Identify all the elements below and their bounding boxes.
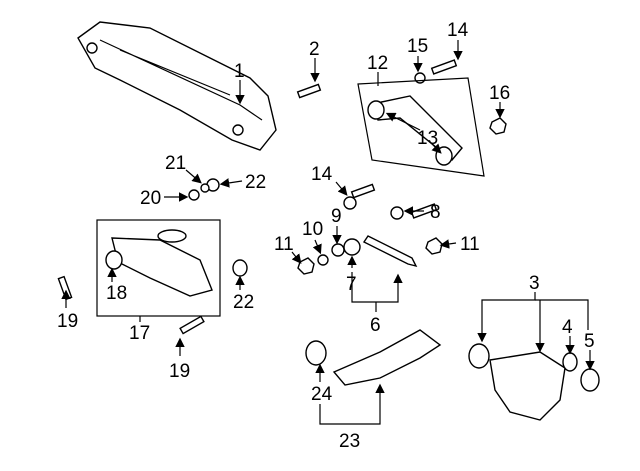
callout-20: 20 (140, 188, 161, 209)
callout-19: 19 (169, 361, 190, 382)
callout-11: 11 (274, 234, 294, 255)
crossmember-part (77, 21, 277, 151)
lower-arm-part (111, 237, 213, 297)
callout-17: 17 (129, 323, 150, 344)
callout-10: 10 (302, 219, 323, 240)
callout-22: 22 (233, 292, 254, 313)
callout-5: 5 (584, 331, 595, 352)
small-parts (57, 59, 507, 335)
callout-9: 9 (331, 206, 342, 227)
lower-arm-box (96, 219, 221, 317)
callout-21: 21 (165, 153, 186, 174)
callout-22: 22 (245, 172, 266, 193)
trailing-arm-part (332, 329, 442, 386)
callout-7: 7 (346, 274, 357, 295)
knuckle-part (489, 351, 566, 421)
callout-18: 18 (106, 283, 127, 304)
callout-19: 19 (57, 311, 78, 332)
leader-lines (61, 40, 595, 425)
callout-labels: 1 2 12 15 14 16 13 21 22 20 14 8 9 10 11… (57, 20, 595, 452)
callout-1: 1 (234, 61, 245, 82)
callout-2: 2 (309, 39, 320, 60)
callout-16: 16 (489, 83, 510, 104)
callout-24: 24 (311, 384, 333, 405)
callout-3: 3 (529, 273, 540, 294)
callout-14: 14 (311, 164, 333, 185)
callout-13: 13 (417, 128, 438, 149)
callout-11: 11 (460, 234, 480, 255)
callout-15: 15 (407, 36, 428, 57)
callout-6: 6 (370, 315, 381, 336)
callout-23: 23 (339, 431, 360, 452)
callout-14: 14 (447, 20, 469, 41)
upper-arm-box (357, 77, 485, 177)
callout-8: 8 (430, 202, 441, 223)
callout-4: 4 (562, 317, 573, 338)
callout-12: 12 (367, 53, 388, 74)
